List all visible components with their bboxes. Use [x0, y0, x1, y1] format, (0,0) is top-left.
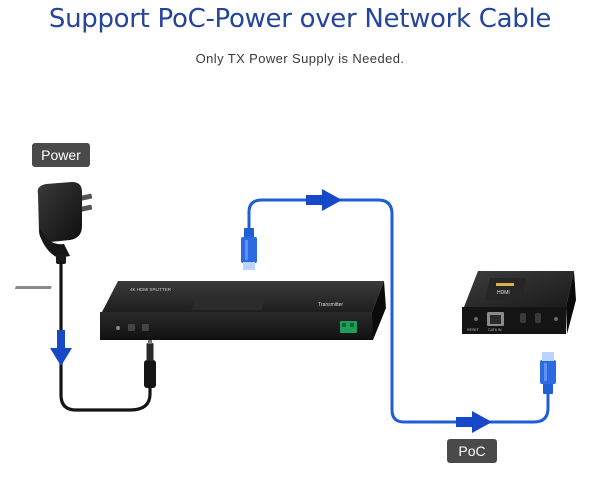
receiver-port-label: CAT6 IN	[488, 328, 502, 332]
network-cable	[247, 198, 550, 424]
rj45-plug-tx	[241, 228, 257, 270]
power-adapter	[37, 182, 93, 264]
power-arrow-down-icon	[50, 330, 72, 366]
receiver-brand-label: HDMI	[497, 290, 510, 296]
power-label: Power	[32, 143, 90, 167]
transmitter-top-label: 4K HDMI SPLITTER	[130, 287, 172, 292]
page-title: Support PoC-Power over Network Cable	[48, 4, 552, 34]
cable-arrow-right-icon	[306, 189, 342, 211]
transmitter-side-label: Transmitter	[318, 302, 343, 308]
power-cable	[59, 260, 152, 412]
rj45-plug-rx	[540, 352, 556, 394]
poc-label: PoC	[447, 439, 497, 463]
transmitter-device	[14, 281, 386, 340]
dc-plug	[144, 336, 156, 388]
receiver-device	[462, 271, 576, 334]
poc-arrow-right-icon	[456, 411, 492, 433]
page-subtitle: Only TX Power Supply is Needed.	[195, 51, 405, 66]
receiver-reset-label: RESET	[467, 328, 480, 332]
